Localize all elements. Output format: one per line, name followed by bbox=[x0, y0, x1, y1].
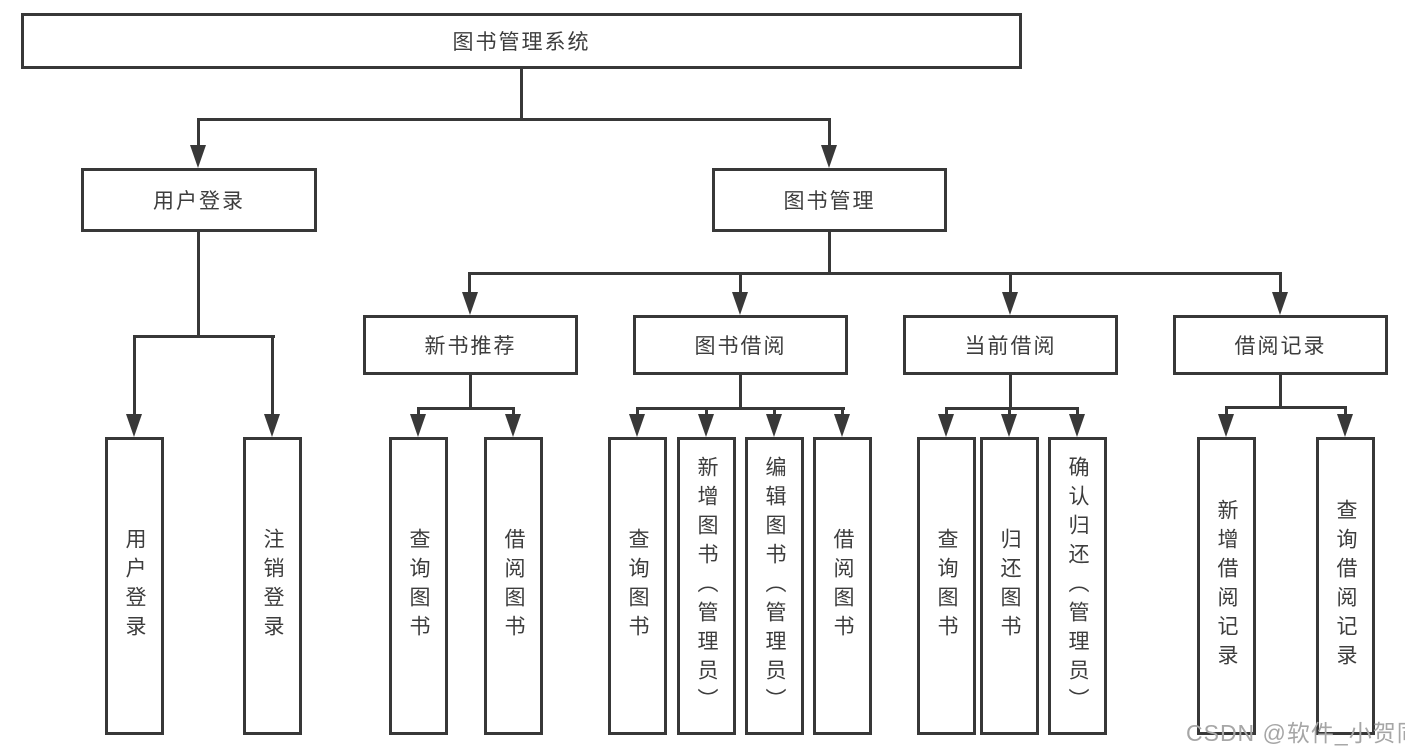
node-user-login: 用户登录 bbox=[81, 168, 317, 232]
leaf-query-books-recommend-label: 查询图书 bbox=[407, 528, 430, 644]
connector-records-down bbox=[1279, 375, 1282, 406]
connector-leaf-stem bbox=[705, 407, 708, 417]
arrow-down-icon bbox=[629, 414, 645, 437]
connector-recommend-down bbox=[469, 375, 472, 407]
arrow-down-icon bbox=[732, 292, 748, 315]
connector-l3-stem bbox=[468, 272, 471, 294]
arrow-down-icon bbox=[1001, 414, 1017, 437]
leaf-add-borrow-record: 新增借阅记录 bbox=[1197, 437, 1256, 735]
node-root-label: 图书管理系统 bbox=[452, 31, 591, 54]
leaf-borrow-books-borrow: 借阅图书 bbox=[813, 437, 872, 735]
connector-leaf-stem bbox=[133, 335, 136, 416]
connector-user-login-bar bbox=[133, 335, 275, 338]
leaf-query-books-current-label: 查询图书 bbox=[935, 528, 958, 644]
arrow-down-icon bbox=[264, 414, 280, 437]
connector-book-management-down bbox=[828, 232, 831, 272]
leaf-query-books-recommend: 查询图书 bbox=[389, 437, 448, 735]
connector-book-management-stem bbox=[828, 118, 831, 148]
connector-leaf-stem bbox=[1344, 406, 1347, 417]
node-current-borrow: 当前借阅 bbox=[903, 315, 1118, 375]
leaf-add-book-admin: 新增图书（管理员） bbox=[677, 437, 736, 735]
leaf-edit-book-admin: 编辑图书（管理员） bbox=[745, 437, 804, 735]
leaf-user-login: 用户登录 bbox=[105, 437, 164, 735]
connector-leaf-stem bbox=[773, 407, 776, 417]
connector-user-login-stem bbox=[197, 118, 200, 148]
connector-leaf-stem bbox=[1008, 407, 1011, 417]
arrow-down-icon bbox=[505, 414, 521, 437]
connector-records-bar bbox=[1225, 406, 1347, 409]
leaf-user-login-label: 用户登录 bbox=[123, 528, 146, 644]
leaf-confirm-return-admin: 确认归还（管理员） bbox=[1048, 437, 1107, 735]
connector-leaf-stem bbox=[1076, 407, 1079, 417]
node-borrow-records: 借阅记录 bbox=[1173, 315, 1388, 375]
leaf-borrow-books-recommend: 借阅图书 bbox=[484, 437, 543, 735]
leaf-add-borrow-record-label: 新增借阅记录 bbox=[1215, 499, 1238, 673]
connector-borrow-down bbox=[739, 375, 742, 407]
leaf-return-books-label: 归还图书 bbox=[998, 528, 1021, 644]
leaf-edit-book-admin-label: 编辑图书（管理员） bbox=[763, 455, 786, 717]
leaf-query-borrow-record-label: 查询借阅记录 bbox=[1334, 499, 1357, 673]
leaf-query-books-current: 查询图书 bbox=[917, 437, 976, 735]
connector-l3-stem bbox=[1279, 272, 1282, 294]
arrow-down-icon bbox=[698, 414, 714, 437]
connector-leaf-stem bbox=[841, 407, 844, 417]
connector-root-stem bbox=[520, 69, 523, 118]
node-current-borrow-label: 当前借阅 bbox=[964, 335, 1057, 358]
arrow-down-icon bbox=[410, 414, 426, 437]
arrow-down-icon bbox=[462, 292, 478, 315]
arrow-down-icon bbox=[766, 414, 782, 437]
leaf-logout-label: 注销登录 bbox=[261, 528, 284, 644]
arrow-down-icon bbox=[126, 414, 142, 437]
connector-book-management-bar bbox=[469, 272, 1282, 275]
arrow-down-icon bbox=[1069, 414, 1085, 437]
leaf-add-book-admin-label: 新增图书（管理员） bbox=[695, 455, 718, 717]
leaf-query-books-borrow: 查询图书 bbox=[608, 437, 667, 735]
arrow-down-icon bbox=[190, 145, 206, 168]
node-book-borrow: 图书借阅 bbox=[633, 315, 848, 375]
arrow-down-icon bbox=[1218, 414, 1234, 437]
arrow-down-icon bbox=[834, 414, 850, 437]
connector-user-login-down bbox=[197, 232, 200, 335]
arrow-down-icon bbox=[821, 145, 837, 168]
connector-current-bar bbox=[945, 407, 1079, 410]
node-root: 图书管理系统 bbox=[21, 13, 1022, 69]
leaf-borrow-books-recommend-label: 借阅图书 bbox=[502, 528, 525, 644]
leaf-logout: 注销登录 bbox=[243, 437, 302, 735]
node-book-borrow-label: 图书借阅 bbox=[694, 335, 787, 358]
leaf-return-books: 归还图书 bbox=[980, 437, 1039, 735]
connector-leaf-stem bbox=[512, 407, 515, 417]
node-new-book-recommend-label: 新书推荐 bbox=[424, 335, 517, 358]
node-book-management: 图书管理 bbox=[712, 168, 947, 232]
csdn-watermark: CSDN @软件_小贺同学 bbox=[1186, 720, 1405, 746]
connector-leaf-stem bbox=[945, 407, 948, 417]
connector-leaf-stem bbox=[271, 335, 274, 416]
arrow-down-icon bbox=[1272, 292, 1288, 315]
node-user-login-label: 用户登录 bbox=[153, 190, 245, 213]
leaf-query-books-borrow-label: 查询图书 bbox=[626, 528, 649, 644]
node-borrow-records-label: 借阅记录 bbox=[1234, 335, 1327, 358]
arrow-down-icon bbox=[1002, 292, 1018, 315]
leaf-query-borrow-record: 查询借阅记录 bbox=[1316, 437, 1375, 735]
connector-borrow-bar bbox=[636, 407, 845, 410]
arrow-down-icon bbox=[1337, 414, 1353, 437]
connector-current-down bbox=[1009, 375, 1012, 407]
leaf-borrow-books-borrow-label: 借阅图书 bbox=[831, 528, 854, 644]
leaf-confirm-return-admin-label: 确认归还（管理员） bbox=[1066, 455, 1089, 717]
connector-root-bar bbox=[197, 118, 831, 121]
node-book-management-label: 图书管理 bbox=[783, 190, 876, 213]
connector-leaf-stem bbox=[636, 407, 639, 417]
connector-l3-stem bbox=[739, 272, 742, 294]
arrow-down-icon bbox=[938, 414, 954, 437]
connector-leaf-stem bbox=[1225, 406, 1228, 417]
connector-l3-stem bbox=[1009, 272, 1012, 294]
node-new-book-recommend: 新书推荐 bbox=[363, 315, 578, 375]
connector-recommend-bar bbox=[417, 407, 515, 410]
connector-leaf-stem bbox=[417, 407, 420, 417]
